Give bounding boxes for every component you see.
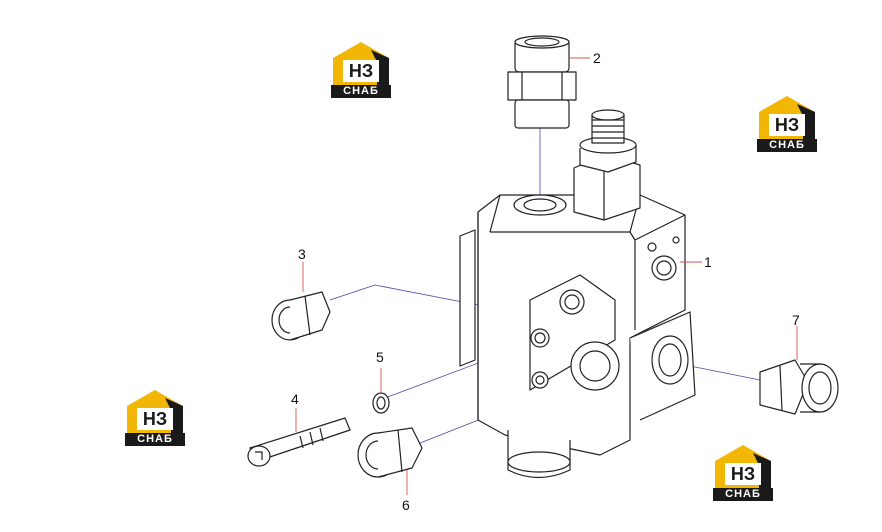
part-2-fitting <box>507 35 577 129</box>
watermark-logo: НЗ СНАБ <box>713 443 777 501</box>
watermark-band: СНАБ <box>713 488 773 501</box>
callout-7: 7 <box>792 312 800 328</box>
watermark-mark: НЗ <box>343 60 379 82</box>
callout-4: 4 <box>291 391 299 407</box>
callout-3: 3 <box>298 246 306 262</box>
callout-1: 1 <box>704 254 712 270</box>
valve-top-nut <box>573 109 641 221</box>
watermark-logo: НЗ СНАБ <box>331 40 395 98</box>
callout-5: 5 <box>376 349 384 365</box>
callout-2: 2 <box>593 50 601 66</box>
watermark-logo: НЗ СНАБ <box>125 388 189 446</box>
valve-body <box>459 194 696 479</box>
watermark-logo: НЗ СНАБ <box>757 94 821 152</box>
watermark-mark: НЗ <box>769 114 805 136</box>
part-3-fitting <box>271 291 331 341</box>
watermark-mark: НЗ <box>725 463 761 485</box>
callout-6: 6 <box>402 497 410 513</box>
part-7-fitting <box>759 359 839 415</box>
part-5-washer <box>372 392 390 414</box>
watermark-mark: НЗ <box>137 408 173 430</box>
part-4-bolt <box>247 417 351 467</box>
watermark-band: СНАБ <box>125 433 185 446</box>
watermark-band: СНАБ <box>757 139 817 152</box>
leader-lines <box>295 57 798 495</box>
watermark-band: СНАБ <box>331 85 391 98</box>
part-6-fitting <box>357 427 423 478</box>
